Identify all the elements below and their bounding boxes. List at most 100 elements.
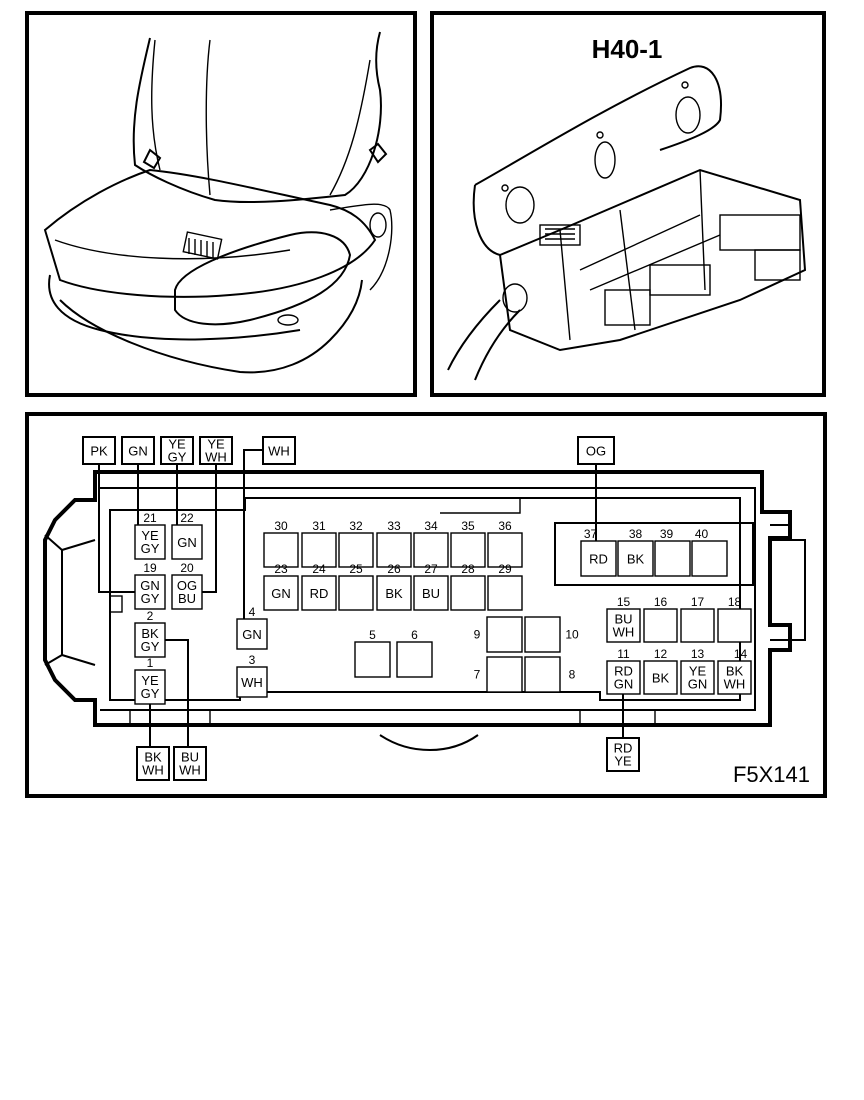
pin-number: 36	[498, 519, 512, 533]
pin-8: 8	[524, 656, 576, 693]
pin-cavity	[487, 575, 523, 611]
pin-wire-color: BK	[385, 586, 403, 601]
pin-number: 25	[349, 562, 363, 576]
pin-wire-color: GN	[614, 677, 634, 692]
connector-title: H40-1	[592, 34, 663, 64]
pin-cavity	[413, 532, 449, 568]
pin-wire-color: BU	[422, 586, 440, 601]
pin-wire-color: RD	[614, 664, 633, 679]
wire-label-text: WH	[205, 450, 227, 465]
pin-number: 22	[180, 511, 194, 525]
wire-label-text: PK	[90, 444, 108, 459]
pin-cavity	[301, 575, 337, 611]
pin-number: 39	[660, 527, 674, 541]
pin-cavity	[301, 532, 337, 568]
pin-cavity	[396, 641, 433, 678]
pin-cavity	[654, 540, 691, 577]
pin-4: 4GN	[236, 605, 268, 650]
pin-33: 33	[376, 519, 412, 568]
pin-wire-color: BK	[627, 552, 645, 567]
pin-number: 5	[369, 628, 376, 642]
pin-cavity	[263, 532, 299, 568]
pin-30: 30	[263, 519, 299, 568]
wire-lead	[243, 449, 263, 619]
pin-cavity	[486, 616, 523, 653]
pin-cavity	[134, 622, 166, 658]
pin-wire-color: GY	[141, 541, 160, 556]
pin-cavity	[134, 574, 166, 610]
pin-number: 28	[461, 562, 475, 576]
seat-icon	[43, 31, 393, 374]
pin-cavity	[236, 666, 268, 698]
pin-cavity	[413, 575, 449, 611]
wire-label-box	[121, 436, 155, 465]
pin-32: 32	[338, 519, 374, 568]
pin-wire-color: GN	[271, 586, 291, 601]
pin-cavity	[680, 608, 715, 643]
pin-wire-color: YE	[141, 673, 159, 688]
pin-wire-color: BU	[614, 612, 632, 627]
wires-layer	[98, 449, 624, 747]
pin-number: 4	[249, 605, 256, 619]
pin-cavity	[338, 575, 374, 611]
pin-cavity	[134, 524, 166, 560]
pin-wire-color: GY	[141, 686, 160, 701]
pin-wire-color: WH	[613, 625, 635, 640]
wire-label-text: YE	[614, 754, 632, 769]
pin-cavity	[171, 574, 203, 610]
pin-cavity	[171, 524, 203, 560]
pin-wire-color: WH	[724, 677, 746, 692]
wire-label-box	[136, 746, 170, 781]
pin-17: 17	[680, 595, 715, 643]
pin-number: 31	[312, 519, 326, 533]
pin-cavity	[680, 660, 715, 695]
pin-cavity	[606, 608, 641, 643]
pin-cavity	[691, 540, 728, 577]
pin-number: 35	[461, 519, 475, 533]
pin-cavity	[717, 660, 752, 695]
wire-label-wh: WH	[262, 436, 296, 465]
pin-number: 1	[147, 656, 154, 670]
pin-40: 40	[691, 527, 728, 577]
pin-25: 25	[338, 562, 374, 611]
pin-number: 7	[474, 668, 481, 682]
pin-number: 21	[143, 511, 157, 525]
wire-label-text: RD	[614, 741, 633, 756]
pin-wire-color: BK	[652, 671, 670, 686]
wire-label-text: OG	[586, 444, 606, 459]
wire-label-box	[199, 436, 233, 465]
pin-28: 28	[450, 562, 486, 611]
pin-number: 18	[728, 595, 742, 609]
pin-number: 27	[424, 562, 438, 576]
wire-label-text: YE	[207, 437, 225, 452]
pin-wire-color: YE	[141, 528, 159, 543]
wire-label-text: GN	[128, 444, 148, 459]
wire-label-text: WH	[268, 444, 290, 459]
pinout-panel	[25, 412, 827, 798]
pin-cavity	[450, 575, 486, 611]
wire-label-box	[262, 436, 296, 465]
wire-label-text: WH	[142, 763, 164, 778]
pin-cavity	[717, 608, 752, 643]
pin-wire-color: OG	[177, 578, 197, 593]
pin-cavity	[376, 575, 412, 611]
pin-wire-color: GN	[140, 578, 160, 593]
pin-cavity	[486, 656, 523, 693]
pin-number: 2	[147, 609, 154, 623]
pin-cavity	[376, 532, 412, 568]
pin-wire-color: GY	[141, 591, 160, 606]
wire-label-text: BU	[181, 750, 199, 765]
wire-label-gn: GN	[121, 436, 155, 465]
pin-number: 33	[387, 519, 401, 533]
